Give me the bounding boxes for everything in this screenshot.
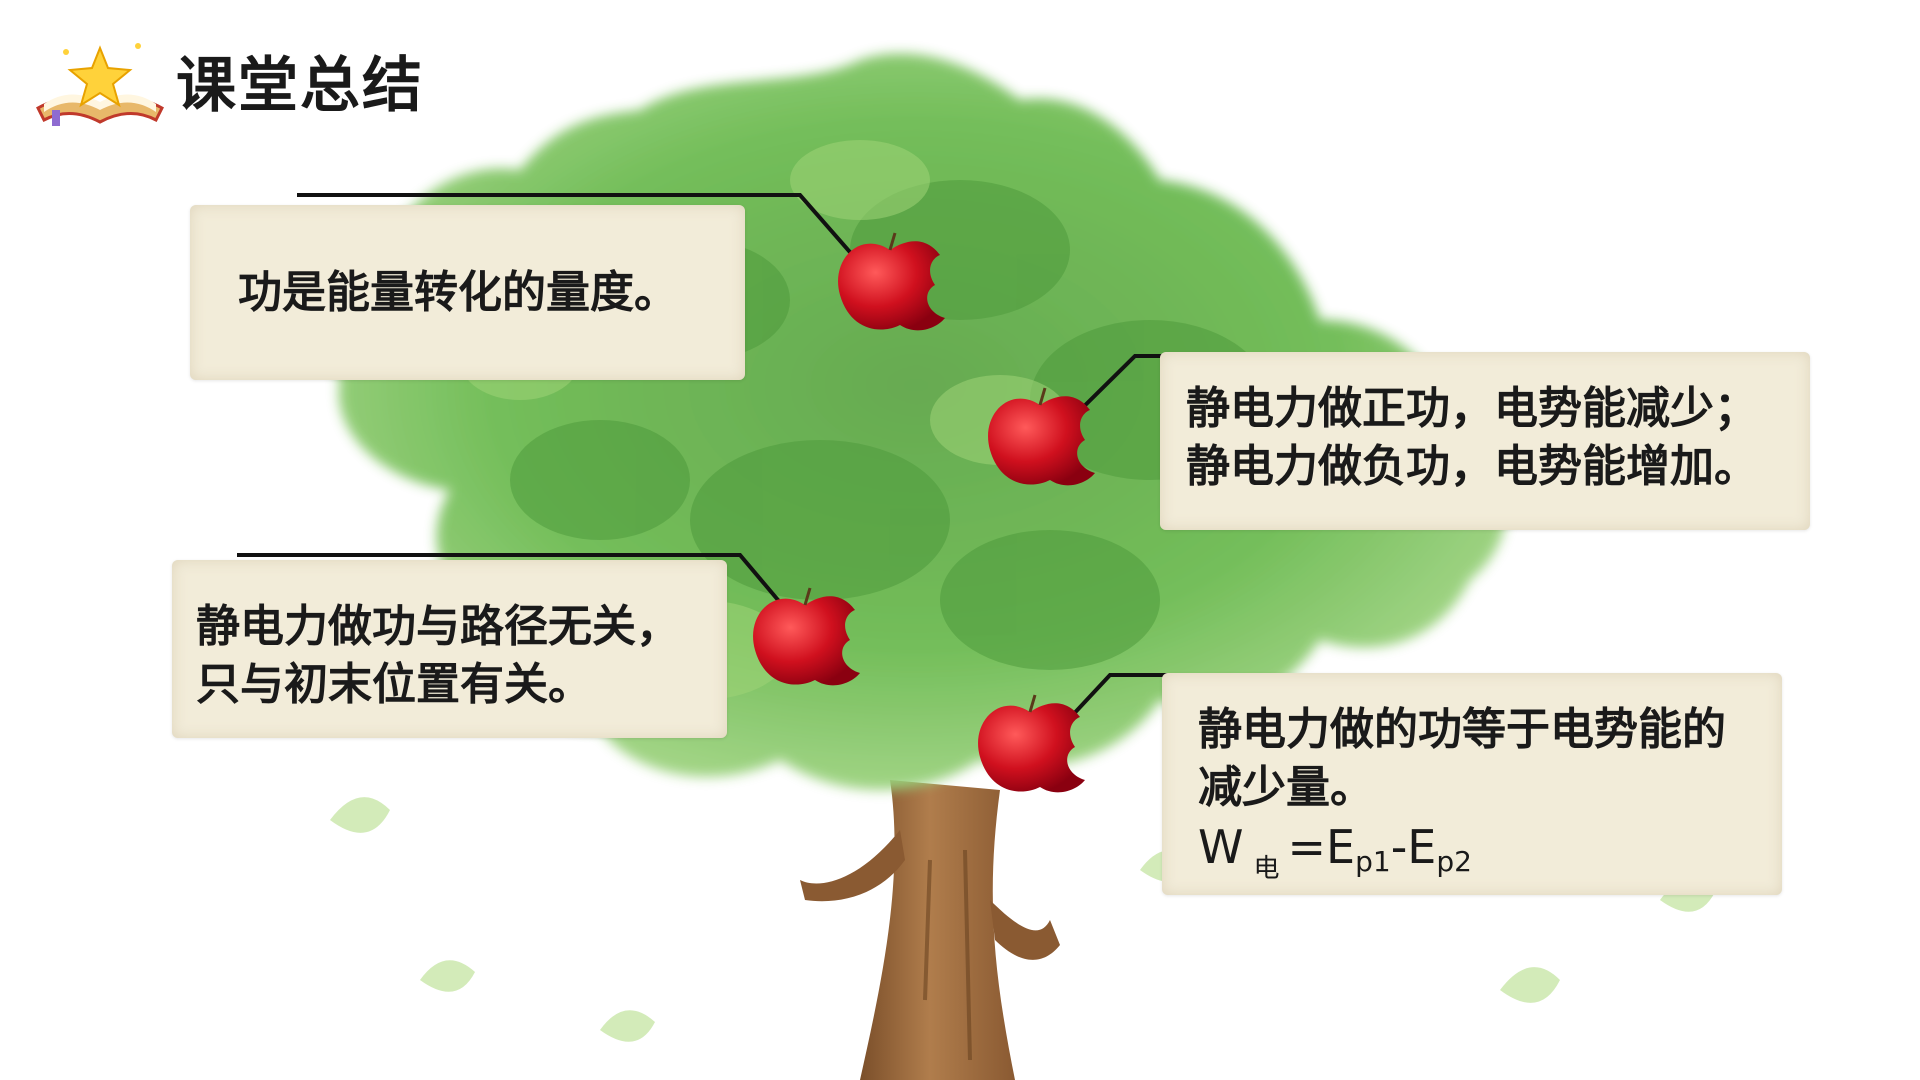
formula-minus: -E bbox=[1390, 820, 1437, 874]
summary-card-2: 静电力做正功，电势能减少；静电力做负功，电势能增加。 bbox=[1160, 352, 1810, 530]
title-area: 课堂总结 bbox=[30, 30, 424, 130]
card-text: 静电力做正功，电势能减少；静电力做负功，电势能增加。 bbox=[1186, 383, 1758, 492]
card-text: 静电力做功与路径无关，只与初末位置有关。 bbox=[196, 601, 680, 710]
leader-line-1 bbox=[297, 193, 872, 277]
apple-4 bbox=[978, 694, 1085, 793]
summary-card-3: 静电力做功与路径无关，只与初末位置有关。 bbox=[172, 560, 727, 738]
apple-3 bbox=[753, 587, 860, 686]
apple-2 bbox=[988, 387, 1095, 486]
leaf-icon bbox=[1500, 967, 1560, 1003]
formula-sub-2: p2 bbox=[1436, 845, 1472, 878]
leaf-icon bbox=[330, 797, 390, 833]
page-title: 课堂总结 bbox=[176, 50, 424, 121]
bitten-apple-icon bbox=[753, 596, 860, 686]
formula-w: W bbox=[1198, 820, 1244, 874]
tree-trunk bbox=[800, 780, 1060, 1080]
card-text: 功是能量转化的量度。 bbox=[238, 267, 678, 318]
bitten-apple-icon bbox=[838, 241, 945, 331]
bitten-apple-icon bbox=[978, 703, 1085, 793]
formula-w-subscript: 电 bbox=[1253, 854, 1280, 884]
apple-1 bbox=[838, 232, 945, 331]
formula-eq: =E bbox=[1287, 820, 1356, 874]
summary-card-1: 功是能量转化的量度。 bbox=[190, 205, 745, 380]
formula-sub-1: p1 bbox=[1355, 845, 1391, 878]
card-text: 静电力做的功等于电势能的减少量。 bbox=[1198, 704, 1726, 813]
bitten-apple-icon bbox=[988, 396, 1095, 486]
falling-leaves bbox=[330, 797, 1715, 1042]
leaf-icon bbox=[600, 1010, 655, 1042]
leaf-icon bbox=[420, 960, 475, 992]
open-book-star-icon bbox=[36, 43, 164, 126]
